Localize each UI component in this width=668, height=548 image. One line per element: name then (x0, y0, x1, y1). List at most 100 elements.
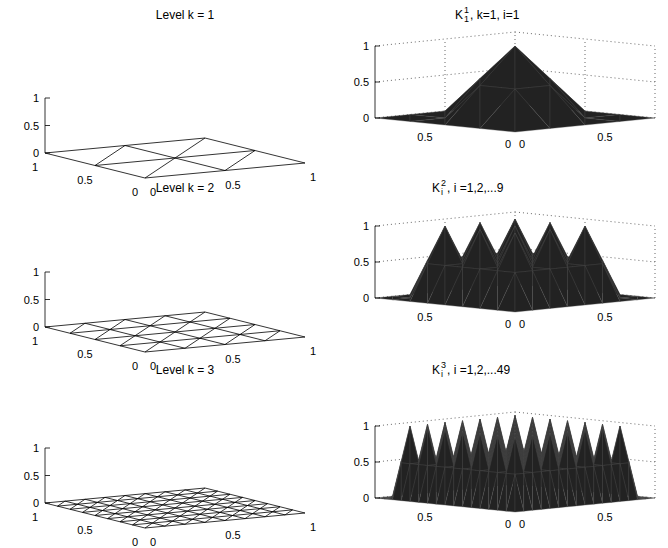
surface-facet (410, 118, 445, 125)
mesh-diagonal (175, 503, 183, 508)
surface-facet (568, 431, 577, 469)
surface-facet (463, 431, 472, 468)
mesh-diagonal (78, 499, 86, 504)
index-stack: 2i (441, 179, 446, 197)
surface-facet (393, 298, 411, 302)
axis-tick-label: 0.5 (417, 311, 432, 323)
surface-facet (489, 472, 498, 510)
mesh-diagonal (215, 499, 223, 504)
surface-facet (445, 430, 454, 468)
subscript: i (441, 188, 446, 197)
mesh-diagonal (115, 509, 123, 514)
mesh-diagonal (135, 507, 143, 512)
mesh-diagonal (133, 520, 141, 525)
surface-facet (515, 474, 524, 512)
surface-facet (585, 467, 594, 505)
axis-tick-label: 0 (150, 360, 156, 372)
superscript: 3 (441, 361, 446, 370)
surface-facet (611, 426, 620, 464)
mesh-diagonal (120, 517, 128, 522)
surface-facet (533, 472, 542, 510)
surface-facet (401, 426, 410, 463)
axis-tick-label: 0.5 (417, 511, 432, 523)
surface-facet (489, 473, 498, 511)
surface-facet (515, 437, 524, 474)
surface-facet (410, 465, 419, 503)
surface-facet (506, 474, 515, 512)
mesh-diagonal (103, 506, 111, 511)
mesh-diagonal (95, 330, 110, 340)
z-axis-tick (45, 475, 50, 476)
surface-facet (445, 430, 454, 467)
surface-facet (594, 466, 603, 504)
surface-facet (428, 466, 437, 504)
mesh-line (185, 490, 285, 515)
surface-facet (550, 470, 559, 508)
panel-title: Level k = 1 (156, 8, 214, 22)
axis-tick-label: 0.5 (597, 131, 612, 143)
surface-facet (611, 465, 620, 503)
axis-tick-label: 0 (519, 318, 525, 330)
surface-facet (638, 296, 656, 300)
mesh-diagonal (185, 338, 200, 348)
surface-facet (603, 465, 612, 503)
surface-facet (576, 467, 585, 505)
z-axis-tick (375, 498, 380, 499)
surface-facet (559, 431, 568, 468)
mesh-diagonal (155, 505, 163, 510)
surface-facet (568, 226, 586, 266)
axis-tick-label: 0 (505, 518, 511, 530)
mesh-diagonal (200, 509, 208, 514)
surface-facet (576, 430, 585, 468)
z-axis-tick (45, 125, 50, 126)
surface-facet (445, 226, 463, 266)
grid-line (655, 46, 656, 118)
symbol-letter: K (432, 363, 440, 377)
axis-tick-label: 0.5 (597, 311, 612, 323)
axis-tick-label: 0 (150, 186, 156, 198)
surface-facet (375, 497, 384, 499)
mesh-diagonal (150, 316, 165, 326)
z-axis-tick (375, 426, 380, 427)
mesh-plot (45, 272, 305, 352)
mesh-diagonal (145, 342, 160, 352)
axis-tick-label: 1 (310, 521, 316, 533)
basis-surface-plot (375, 412, 655, 512)
surface-facet (620, 464, 629, 502)
axis-tick-label: 1 (363, 420, 369, 432)
axis-tick-label: 0.5 (225, 353, 240, 365)
surface-facet (480, 89, 515, 132)
mesh-diagonal (273, 507, 281, 512)
surface-facet (550, 433, 559, 471)
mesh-plot (45, 98, 305, 178)
mesh-diagonal (170, 495, 178, 500)
surface-facet (498, 473, 507, 511)
surface-facet (620, 463, 629, 501)
axis-tick-label: 0.5 (225, 179, 240, 191)
surface-facet (463, 269, 481, 309)
surface-facet (541, 433, 550, 470)
surface-facet (515, 473, 524, 511)
surface-facet (436, 467, 445, 505)
grid-line (655, 426, 656, 498)
surface-facet (498, 435, 507, 472)
surface-facet (498, 273, 516, 313)
surface-facet (550, 433, 559, 470)
surface-facet (585, 466, 594, 504)
axis-tick-label: 1 (33, 442, 39, 454)
surface-facet (524, 435, 533, 472)
mesh-diagonal (135, 326, 150, 336)
axis-tick-label: 1 (363, 40, 369, 52)
mesh-diagonal (245, 514, 253, 519)
z-axis-tick (45, 98, 50, 99)
surface-facet (576, 430, 585, 467)
mesh-diagonal (190, 312, 205, 322)
surface-facet (428, 428, 437, 466)
axis-tick-label: 0 (33, 147, 39, 159)
mesh-diagonal (110, 501, 118, 506)
mesh-diagonal (225, 335, 240, 345)
surface-facet (541, 472, 550, 510)
surface-facet (638, 497, 647, 499)
surface-facet (620, 115, 655, 122)
mesh-diagonal (145, 158, 175, 178)
